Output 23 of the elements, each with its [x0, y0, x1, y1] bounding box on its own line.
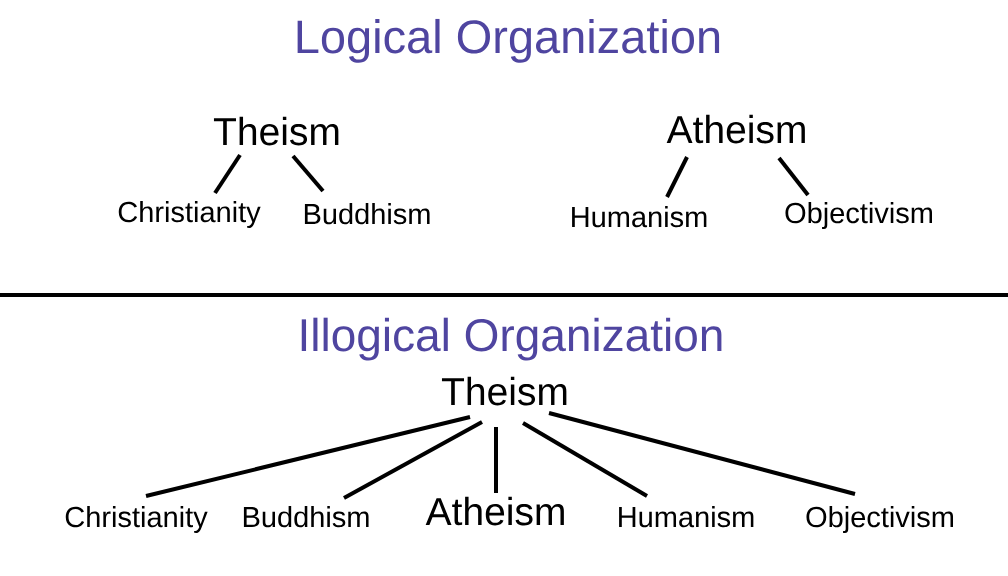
- term-label: Christianity: [118, 201, 261, 229]
- term-label: Buddhism: [243, 506, 369, 528]
- term-label: Atheism: [666, 114, 805, 144]
- connector-line: [145, 415, 471, 498]
- section-heading: Illogical Organization: [301, 317, 722, 361]
- term-label: Theism: [213, 116, 339, 146]
- term-label: Objectivism: [785, 202, 932, 230]
- connector-line: [548, 411, 856, 496]
- connector-line: [522, 421, 649, 498]
- section-heading: Logical Organization: [297, 18, 720, 63]
- connector-line: [777, 156, 810, 197]
- connector-line: [343, 420, 483, 500]
- connector-line: [291, 154, 325, 193]
- term-label: Theism: [441, 376, 567, 406]
- term-label: Buddhism: [304, 203, 430, 225]
- term-label: Humanism: [619, 506, 754, 528]
- term-label: Atheism: [425, 496, 564, 526]
- term-label: Objectivism: [806, 506, 953, 534]
- connector-line: [213, 153, 242, 195]
- connector-line: [665, 156, 689, 198]
- connector-line: [494, 427, 498, 493]
- term-label: Christianity: [65, 506, 208, 534]
- term-label: Humanism: [572, 206, 707, 228]
